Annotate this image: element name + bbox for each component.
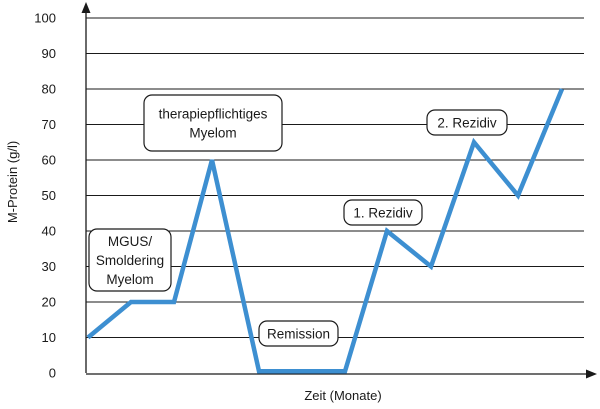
annotation-label: 1. Rezidiv (353, 206, 413, 221)
y-axis-arrow (81, 2, 91, 13)
y-tick-label: 70 (42, 117, 56, 132)
y-tick-labels: 0 10 20 30 40 50 60 70 80 90 100 (34, 11, 56, 381)
x-axis-label: Zeit (Monate) (304, 388, 381, 403)
annotation-box (426, 109, 508, 136)
y-tick-label: 50 (42, 188, 56, 203)
annotation-callout: 2. Rezidiv (426, 109, 508, 136)
annotation-box (258, 320, 339, 347)
annotation-label: Smoldering (96, 253, 164, 268)
y-tick-label: 40 (42, 224, 56, 239)
y-tick-label: 30 (42, 259, 56, 274)
annotation-label: Remission (267, 327, 330, 342)
annotation-callout: Remission (258, 320, 339, 347)
annotation-label: MGUS/ (108, 234, 153, 249)
data-series (86, 88, 565, 374)
y-tick-label: 0 (49, 366, 56, 381)
annotation-box (143, 94, 283, 152)
annotation-box (88, 228, 172, 292)
y-tick-label: 80 (42, 82, 56, 97)
y-tick-label: 10 (42, 330, 56, 345)
y-tick-label: 90 (42, 46, 56, 61)
annotation-label: Myelom (189, 126, 236, 141)
y-tick-label: 100 (34, 11, 56, 26)
y-axis-label: M-Protein (g/l) (5, 141, 20, 223)
annotation-label: therapiepflichtiges (159, 107, 268, 122)
y-tick-label: 20 (42, 295, 56, 310)
y-tick-label: 60 (42, 153, 56, 168)
m-protein-line (86, 88, 565, 374)
axes (81, 2, 597, 379)
annotations: MGUS/SmolderingMyelomtherapiepflichtiges… (88, 94, 508, 347)
annotation-box (343, 199, 423, 226)
annotation-label: Myelom (106, 272, 153, 287)
annotation-callout: 1. Rezidiv (343, 199, 423, 226)
x-axis-arrow (586, 369, 597, 379)
annotation-label: 2. Rezidiv (437, 116, 497, 131)
